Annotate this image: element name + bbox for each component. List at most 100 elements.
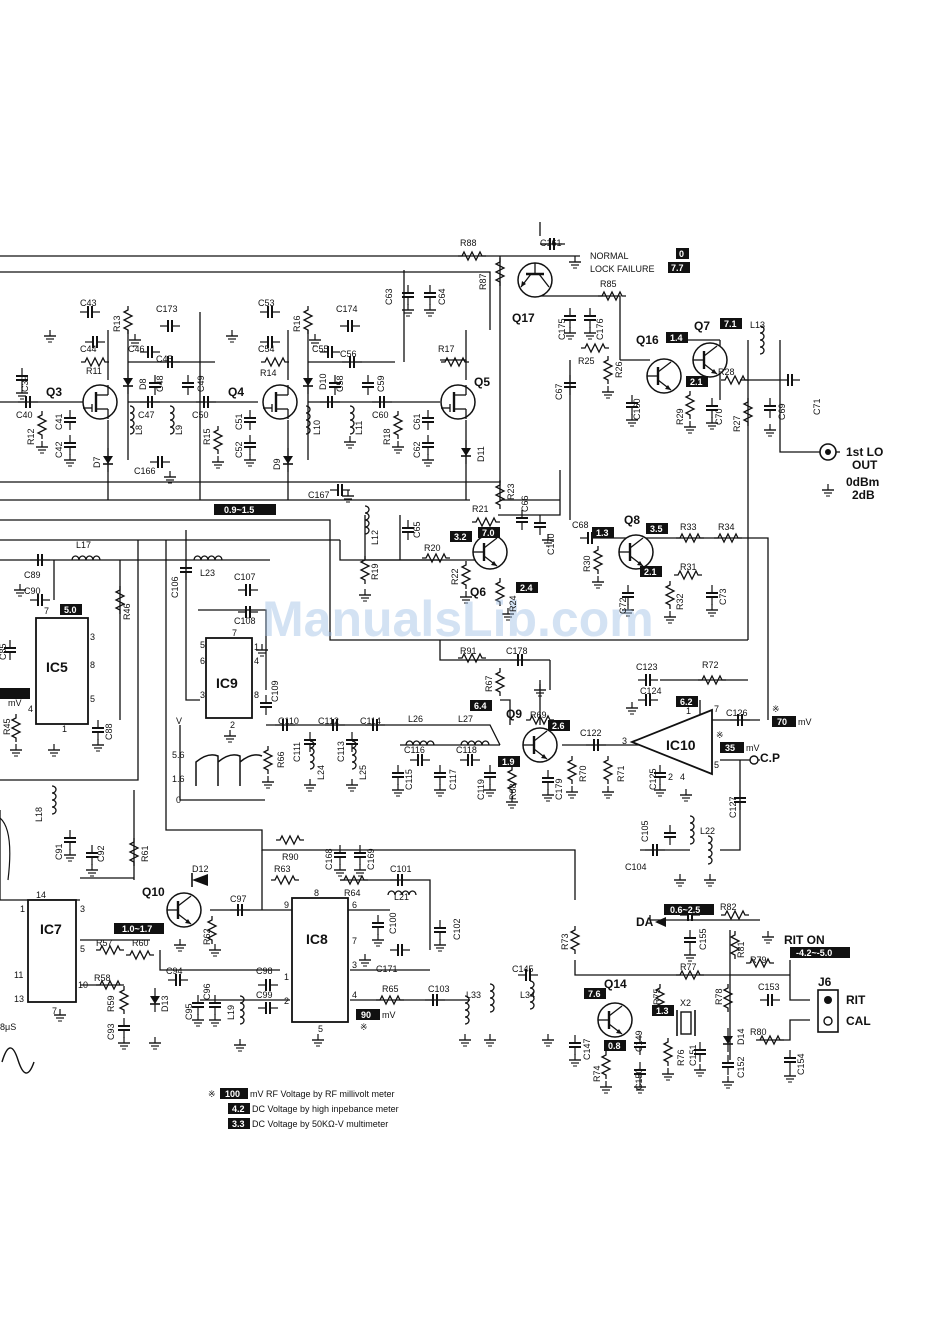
label-c114: C114 [360, 716, 381, 726]
wave-min: 1.6 [172, 774, 185, 784]
label-r78: R78 [714, 988, 724, 1005]
label-d8: D8 [138, 378, 148, 390]
q4-label: Q4 [228, 385, 244, 399]
label-c122: C122 [580, 728, 602, 738]
label-c59: C59 [376, 375, 386, 392]
label-d13: D13 [160, 995, 170, 1012]
label-c85: C85 [0, 643, 8, 660]
rit-on-label: RIT ON [784, 933, 825, 947]
label-r30: R30 [582, 555, 592, 572]
cp-label: C.P [760, 751, 780, 765]
label-r31: R31 [680, 562, 697, 572]
v-q6e: 2.4 [520, 583, 533, 593]
lo-out-tolerance: 2dB [852, 488, 875, 502]
label-l17: L17 [76, 540, 91, 550]
label-d12: D12 [192, 864, 209, 874]
voltage-badges: 0 7.7 NORMAL LOCK FAILURE 1.4 2.1 7.1 0.… [0, 248, 850, 1051]
label-r75: R75 [652, 988, 662, 1005]
v-ic5: 5.0 [64, 605, 77, 615]
label-c69: C69 [777, 403, 787, 420]
label-c99: C99 [256, 990, 273, 1000]
ic5-pin-4: 4 [28, 704, 33, 714]
waveform-labels: V 5.6 1.6 0 [172, 716, 185, 805]
label-c91: C91 [54, 843, 64, 860]
label-l23: L23 [200, 568, 215, 578]
label-r33: R33 [680, 522, 697, 532]
label-c49: C49 [196, 375, 206, 392]
label-c52: C52 [234, 441, 244, 458]
ic7-pin-7: 7 [52, 1006, 57, 1016]
label-c105: C105 [640, 820, 650, 842]
label-c89: C89 [24, 570, 41, 580]
label-c106: C106 [170, 576, 180, 598]
ic9-pin-8: 8 [254, 690, 259, 700]
label-r68: R68 [508, 783, 518, 800]
label-c112: C112 [318, 716, 339, 726]
ic10-pin-7: 7 [714, 704, 719, 714]
v-q9b: 6.4 [474, 701, 487, 711]
label-r64: R64 [344, 888, 361, 898]
label-l13: L13 [750, 320, 765, 330]
label-r32: R32 [675, 593, 685, 610]
ic7-pin-11: 11 [14, 970, 23, 980]
label-r23: R23 [506, 483, 516, 500]
j6-pin-cal: CAL [846, 1014, 871, 1028]
ic7-block [27, 899, 77, 1003]
label-c68: C68 [572, 520, 589, 530]
label-c94: C94 [166, 966, 183, 976]
label-r85: R85 [600, 279, 617, 289]
label-r88: R88 [460, 238, 477, 248]
label-r26: R26 [614, 361, 624, 378]
label-l22: L22 [700, 826, 715, 836]
v-q7: 7.1 [724, 319, 737, 329]
v-q16e: 2.1 [690, 377, 703, 387]
label-c168: C168 [324, 848, 334, 870]
label-r91: R91 [460, 646, 477, 656]
label-c152: C152 [736, 1056, 746, 1078]
v-09-15: 0.9~1.5 [224, 505, 254, 515]
label-c179: C179 [554, 778, 564, 800]
lo-lock-value: 7.7 [671, 263, 684, 273]
label-r66: R66 [276, 751, 286, 768]
label-r17: R17 [438, 344, 455, 354]
label-c48: C48 [155, 375, 165, 392]
label-r12: R12 [26, 428, 36, 445]
label-r27: R27 [732, 415, 742, 432]
label-c88: C88 [104, 723, 114, 740]
label-l21: L21 [394, 892, 409, 902]
label-l9: L9 [174, 425, 184, 435]
label-c153: C153 [758, 982, 780, 992]
label-c93: C93 [106, 1023, 116, 1040]
unit-mv-1: mV [798, 717, 812, 727]
v-ic8-out: 90 [361, 1010, 371, 1020]
label-c155: C155 [698, 928, 708, 950]
label-r25: R25 [578, 356, 595, 366]
label-c67: C67 [554, 383, 564, 400]
label-c175: C175 [557, 318, 567, 340]
label-r61: R61 [140, 845, 150, 862]
label-r24: R24 [508, 595, 518, 612]
v-q8e: 2.1 [644, 567, 657, 577]
label-c41: C41 [54, 413, 64, 430]
label-c170: C170 [546, 533, 556, 555]
label-c90: C90 [24, 586, 41, 596]
label-r74: R74 [592, 1065, 602, 1082]
label-c117: C117 [448, 769, 458, 790]
component-labels: R88 C161 R87 R85 C175 C176 R25 R26 C160 … [0, 238, 822, 1090]
v-q16: 1.4 [670, 333, 683, 343]
label-c171: C171 [376, 964, 398, 974]
label-r87: R87 [478, 273, 488, 290]
label-c178: C178 [506, 646, 528, 656]
label-r62: R62 [202, 928, 212, 945]
q3-symbol [81, 383, 119, 421]
label-r63: R63 [274, 864, 291, 874]
ic8-pin-8: 8 [314, 888, 319, 898]
legend-3-value: 3.3 [232, 1119, 245, 1129]
ic5-label: IC5 [46, 659, 68, 675]
label-c43: C43 [80, 298, 97, 308]
q5-label: Q5 [474, 375, 490, 389]
label-l25: L25 [358, 765, 368, 780]
label-c100: C100 [388, 912, 398, 934]
label-c113: C113 [336, 741, 346, 762]
label-r19: R19 [370, 563, 380, 580]
